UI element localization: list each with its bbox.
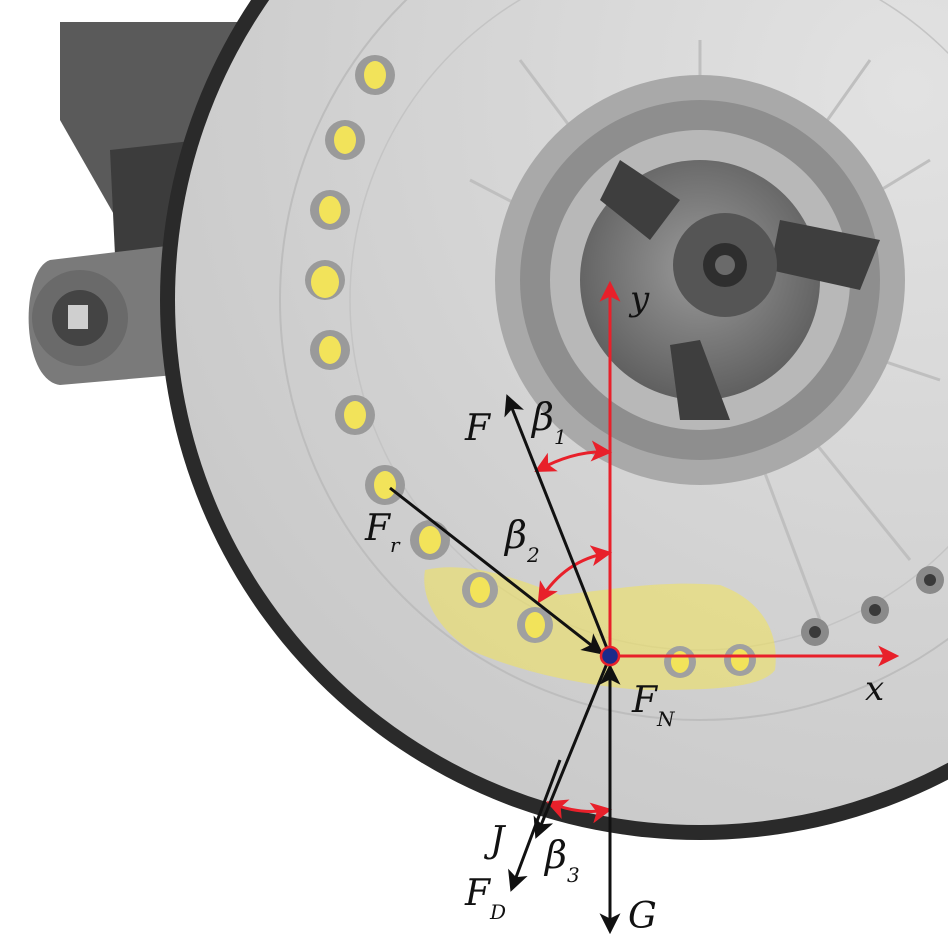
beta1-arc <box>534 440 613 472</box>
angle-labels: β1 β2 β3 <box>503 395 580 887</box>
label-beta3-sub: 3 <box>567 863 580 887</box>
beta3-arc <box>546 799 613 824</box>
hub <box>495 75 905 485</box>
label-Fr-sub: r <box>390 533 401 557</box>
seed-cells <box>305 55 944 646</box>
label-J: J <box>483 820 507 861</box>
label-FD-main: F <box>464 873 492 914</box>
label-FN-main: F <box>631 680 659 721</box>
seed-cell <box>462 572 498 608</box>
label-beta1-sub: 1 <box>554 425 567 449</box>
force-Fr-arrow <box>389 486 604 655</box>
label-FN: FN <box>631 680 676 731</box>
force-vectors <box>389 394 621 935</box>
force-FD-arrow <box>508 759 562 892</box>
y-axis-label: y <box>628 279 650 319</box>
mounting-ear <box>28 245 175 385</box>
seed-cell <box>517 607 553 643</box>
label-F: F <box>464 408 492 449</box>
seed-cell <box>664 646 696 678</box>
label-beta3-main: β <box>543 833 567 877</box>
x-axis-label: x <box>865 669 884 709</box>
seed-cell <box>310 330 350 370</box>
label-FD: FD <box>464 873 506 924</box>
label-G: G <box>628 896 657 937</box>
seed-cell <box>916 566 944 594</box>
label-beta1: β1 <box>530 395 567 449</box>
seed-cell <box>325 120 365 160</box>
seed-cell <box>801 618 829 646</box>
seed-cell <box>365 465 405 505</box>
label-beta1-main: β <box>530 395 554 439</box>
seed-cell <box>861 596 889 624</box>
label-beta3: β3 <box>543 833 580 887</box>
seed-cell <box>310 190 350 230</box>
seed-cell <box>724 644 756 676</box>
seed-cell <box>335 395 375 435</box>
force-J-arrow <box>533 655 612 839</box>
label-FD-sub: D <box>489 900 506 924</box>
label-Fr-main: F <box>364 508 392 549</box>
seed-cell <box>355 55 395 95</box>
force-F-arrow <box>504 394 612 657</box>
angle-arcs <box>534 440 613 824</box>
label-Fr: Fr <box>364 508 401 557</box>
label-FN-sub: N <box>656 707 676 731</box>
label-beta2-sub: 2 <box>526 543 540 567</box>
label-beta2: β2 <box>503 513 540 567</box>
origin-point <box>599 645 621 667</box>
beta2-arc <box>537 545 613 604</box>
seed-cell <box>410 520 450 560</box>
seed-cell <box>305 260 345 300</box>
label-beta2-main: β <box>503 513 527 557</box>
